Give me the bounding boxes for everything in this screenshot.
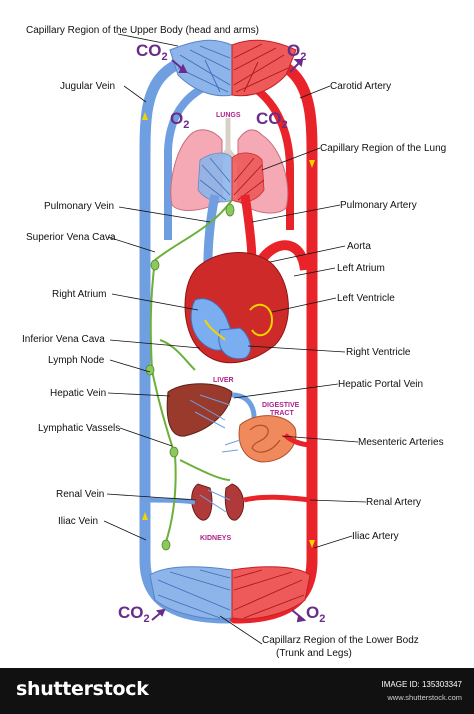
label-left-atrium: Left Atrium	[337, 263, 385, 274]
label-iliac-artery: Iliac Artery	[352, 531, 399, 542]
renal-artery-vessel	[243, 494, 313, 503]
co2-lung-label: CO2	[256, 109, 288, 131]
label-capillary-lower-2: (Trunk and Legs)	[276, 648, 352, 659]
label-hepatic-portal-vein: Hepatic Portal Vein	[338, 379, 423, 390]
image-id: IMAGE ID: 135303347	[381, 680, 463, 689]
digestive-label-2: TRACT	[270, 410, 294, 417]
lymph-nodes	[145, 203, 235, 551]
circulatory-diagram: CO2 O2 O2 CO2 CO2 O2 LUNGS LIVER DIGESTI…	[22, 25, 446, 659]
co2-top-label: CO2	[136, 41, 168, 63]
site-url[interactable]: www.shutterstock.com	[387, 693, 462, 702]
label-capillary-upper: Capillary Region of the Upper Body (head…	[26, 25, 259, 36]
label-jugular-vein: Jugular Vein	[60, 81, 115, 92]
label-iliac-vein: Iliac Vein	[58, 516, 98, 527]
kidneys-label: KIDNEYS	[200, 535, 231, 542]
liver	[166, 383, 233, 437]
footer-bar: shutterstock IMAGE ID: 135303347 www.shu…	[0, 668, 474, 714]
label-pulmonary-artery: Pulmonary Artery	[340, 200, 417, 211]
lung-capillary-network	[197, 152, 265, 203]
lymphatic-system	[149, 199, 233, 546]
label-right-atrium: Right Atrium	[52, 289, 106, 300]
lower-capillary-network	[149, 566, 311, 620]
label-capillary-lung: Capillary Region of the Lung	[320, 143, 446, 154]
digestive-label-1: DIGESTIVE	[262, 402, 300, 409]
label-lymphatic-vessels: Lymphatic Vassels	[38, 423, 120, 434]
right-ventricle-shape	[218, 327, 251, 360]
gas-arrows	[151, 59, 307, 623]
label-lymph-node: Lymph Node	[48, 355, 105, 366]
renal-vein-vessel	[144, 497, 196, 505]
label-aorta: Aorta	[347, 241, 371, 252]
label-right-ventricle: Right Ventricle	[346, 347, 411, 358]
label-renal-artery: Renal Artery	[366, 497, 421, 508]
label-mesenteric-arteries: Mesenteric Arteries	[358, 437, 444, 448]
label-renal-vein: Renal Vein	[56, 489, 104, 500]
digestive-tract	[221, 415, 297, 463]
liver-label: LIVER	[213, 377, 234, 384]
upper-capillary-network	[169, 39, 297, 97]
label-hepatic-vein: Hepatic Vein	[50, 388, 106, 399]
label-inferior-vena-cava: Inferior Vena Cava	[22, 334, 105, 345]
o2-lung-label: O2	[170, 109, 189, 131]
kidneys	[191, 483, 244, 521]
flow-arrows	[142, 112, 315, 548]
co2-bottom-label: CO2	[118, 603, 150, 625]
label-pulmonary-vein: Pulmonary Vein	[44, 201, 114, 212]
leader-lines	[103, 33, 367, 645]
label-carotid-artery: Carotid Artery	[330, 81, 391, 92]
label-superior-vena-cava: Superior Vena Cava	[26, 232, 116, 243]
label-capillary-lower-1: Capillarz Region of the Lower Bodz	[262, 635, 419, 646]
heart	[184, 252, 289, 364]
o2-bottom-label: O2	[306, 603, 325, 625]
lungs-label: LUNGS	[216, 112, 241, 119]
o2-top-label: O2	[287, 41, 306, 63]
brand-logo[interactable]: shutterstock	[16, 678, 149, 700]
label-left-ventricle: Left Ventricle	[337, 293, 395, 304]
